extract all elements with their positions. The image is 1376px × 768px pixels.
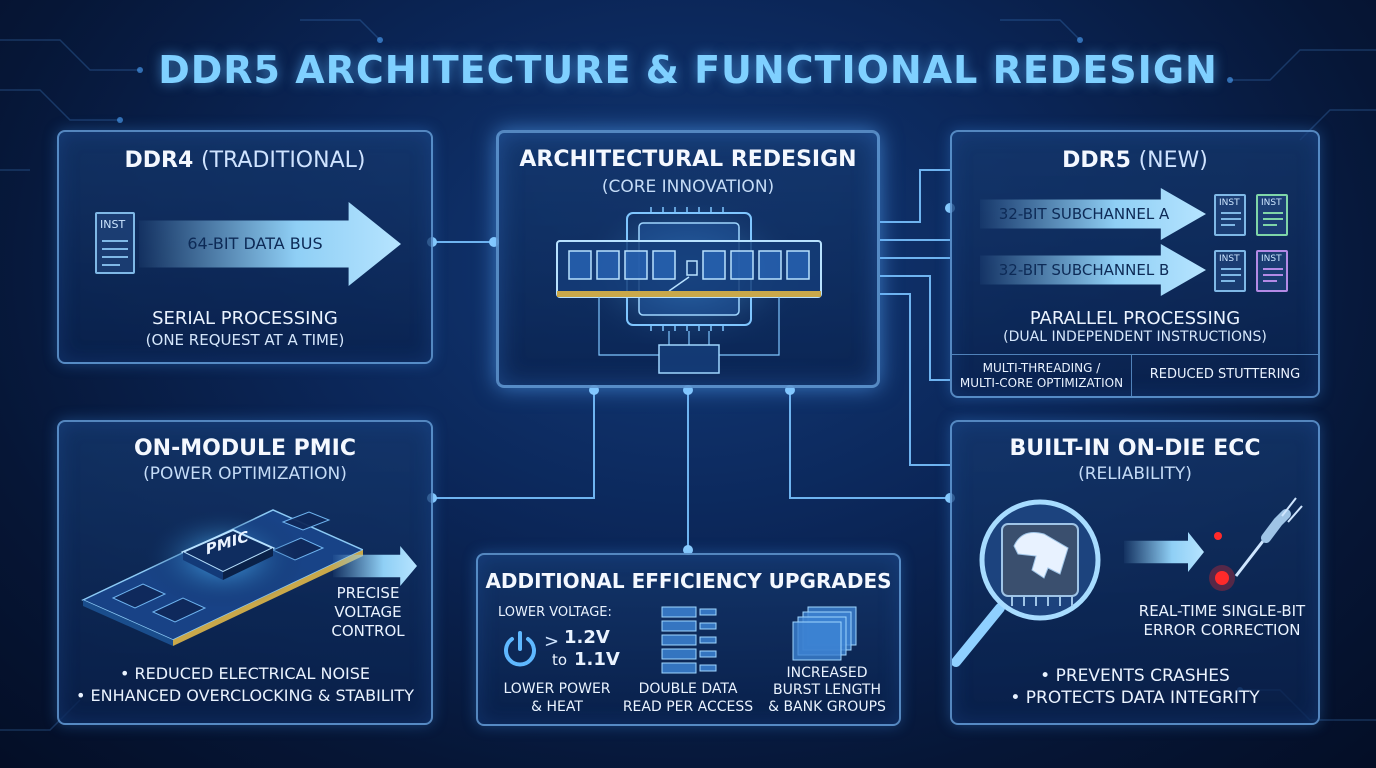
instruction-document-icon: INST xyxy=(95,212,135,274)
lower-voltage-label: LOWER VOLTAGE: xyxy=(498,605,612,620)
voltage-chevron-icon: > xyxy=(544,631,560,652)
precise-line-1: PRECISE xyxy=(336,584,400,602)
burst-line-3: & BANK GROUPS xyxy=(768,699,886,716)
instruction-doc-a2-label: INST xyxy=(1261,198,1282,208)
subchannel-b-label: 32-BIT SUBCHANNEL B xyxy=(998,261,1170,279)
ecc-panel: BUILT-IN ON-DIE ECC (RELIABILITY) REAL-T… xyxy=(950,420,1320,725)
ddr4-processing-sub: (ONE REQUEST AT A TIME) xyxy=(145,331,345,349)
data-bus-label: 64-BIT DATA BUS xyxy=(187,234,323,253)
instruction-doc-b1-label: INST xyxy=(1219,254,1240,264)
multithreading-cell: MULTI-THREADING / MULTI-CORE OPTIMIZATIO… xyxy=(952,355,1132,396)
voltage-to: 1.1V xyxy=(574,649,620,670)
precise-line-3: CONTROL xyxy=(331,621,405,640)
precise-line-2: VOLTAGE xyxy=(334,602,402,621)
lower-power-label: LOWER POWER & HEAT xyxy=(492,681,622,716)
instruction-doc-b1-icon: INST xyxy=(1214,250,1246,292)
magnifier-chip-icon xyxy=(952,499,1101,667)
pmic-subtitle: (POWER OPTIMIZATION) xyxy=(143,464,347,484)
redesign-subtitle: (CORE INNOVATION) xyxy=(601,177,775,197)
memory-module-chip-illustration xyxy=(556,205,822,374)
ecc-correction-line-1: REAL-TIME SINGLE-BIT xyxy=(1138,602,1306,620)
ddr5-title: DDR5 (NEW) xyxy=(952,148,1318,173)
ddr4-title-bold: DDR4 xyxy=(124,148,194,173)
double-data-line-1: DOUBLE DATA xyxy=(638,681,738,697)
ddr5-panel: DDR5 (NEW) 32-BIT SUBCHANNEL A INST INST… xyxy=(950,130,1320,398)
multithreading-line-2: MULTI-CORE OPTIMIZATION xyxy=(959,375,1124,390)
pmic-bullet-2: • ENHANCED OVERCLOCKING & STABILITY xyxy=(76,686,414,705)
burst-line-1: INCREASED xyxy=(786,665,868,681)
burst-line-2: BURST LENGTH xyxy=(772,682,881,699)
burst-length-label: INCREASED BURST LENGTH & BANK GROUPS xyxy=(760,665,894,716)
double-data-line-2: READ PER ACCESS xyxy=(622,698,754,715)
page-title: DDR5 ARCHITECTURE & FUNCTIONAL REDESIGN xyxy=(158,48,1218,92)
ddr5-processing-heading: PARALLEL PROCESSING xyxy=(1029,308,1241,329)
pmic-panel: ON-MODULE PMIC (POWER OPTIMIZATION) PMIC… xyxy=(57,420,433,725)
ecc-subtitle: (RELIABILITY) xyxy=(1078,464,1192,484)
pmic-title: ON-MODULE PMIC xyxy=(133,436,357,461)
instruction-doc-b2-icon: INST xyxy=(1256,250,1288,292)
redesign-panel: ARCHITECTURAL REDESIGN (CORE INNOVATION) xyxy=(496,130,880,388)
instruction-doc-a2-icon: INST xyxy=(1256,194,1288,236)
voltage-from: 1.2V xyxy=(564,627,610,648)
ecc-correction-line-2: ERROR CORRECTION xyxy=(1143,620,1301,639)
efficiency-title: ADDITIONAL EFFICIENCY UPGRADES xyxy=(485,569,892,593)
stacked-data-icon xyxy=(661,606,717,674)
ddr5-title-light: (NEW) xyxy=(1138,148,1208,173)
lower-power-line-2: & HEAT xyxy=(531,698,583,715)
instruction-doc-a1-icon: INST xyxy=(1214,194,1246,236)
instruction-doc-a1-label: INST xyxy=(1219,198,1240,208)
bank-groups-icon xyxy=(792,606,857,661)
ddr4-title-light: (TRADITIONAL) xyxy=(200,148,366,173)
ecc-title: BUILT-IN ON-DIE ECC xyxy=(1009,436,1261,461)
ddr5-footer-bar: MULTI-THREADING / MULTI-CORE OPTIMIZATIO… xyxy=(952,354,1318,396)
multithreading-line-1: MULTI-THREADING / xyxy=(982,360,1101,375)
ecc-bullet-2: • PROTECTS DATA INTEGRITY xyxy=(1010,688,1260,708)
pmic-memory-module-illustration xyxy=(81,508,363,646)
double-data-label: DOUBLE DATA READ PER ACCESS xyxy=(618,681,758,716)
voltage-to-prefix: to xyxy=(552,651,568,669)
redesign-title: ARCHITECTURAL REDESIGN xyxy=(519,147,857,172)
power-icon xyxy=(504,631,536,667)
reduced-stuttering-cell: REDUCED STUTTERING xyxy=(1149,367,1301,383)
pmic-bullet-1: • REDUCED ELECTRICAL NOISE xyxy=(119,664,371,683)
probe-tool-icon xyxy=(1209,497,1303,591)
subchannel-a-label: 32-BIT SUBCHANNEL A xyxy=(998,205,1170,223)
ddr5-title-bold: DDR5 xyxy=(1062,148,1131,173)
efficiency-panel: ADDITIONAL EFFICIENCY UPGRADES LOWER VOL… xyxy=(476,553,901,726)
instruction-doc-label: INST xyxy=(100,218,126,231)
instruction-doc-b2-label: INST xyxy=(1261,254,1282,264)
precise-voltage-label: PRECISE VOLTAGE CONTROL xyxy=(305,584,431,640)
ddr4-title: DDR4 (TRADITIONAL) xyxy=(59,148,431,173)
ecc-correction-label: REAL-TIME SINGLE-BIT ERROR CORRECTION xyxy=(1124,602,1320,640)
ddr5-processing-sub: (DUAL INDEPENDENT INSTRUCTIONS) xyxy=(1003,329,1267,345)
ecc-bullet-1: • PREVENTS CRASHES xyxy=(1040,666,1230,686)
ddr4-panel: DDR4 (TRADITIONAL) INST 64-BIT DATA BUS … xyxy=(57,130,433,364)
ddr4-processing-heading: SERIAL PROCESSING xyxy=(152,308,338,329)
lower-power-line-1: LOWER POWER xyxy=(503,681,611,697)
